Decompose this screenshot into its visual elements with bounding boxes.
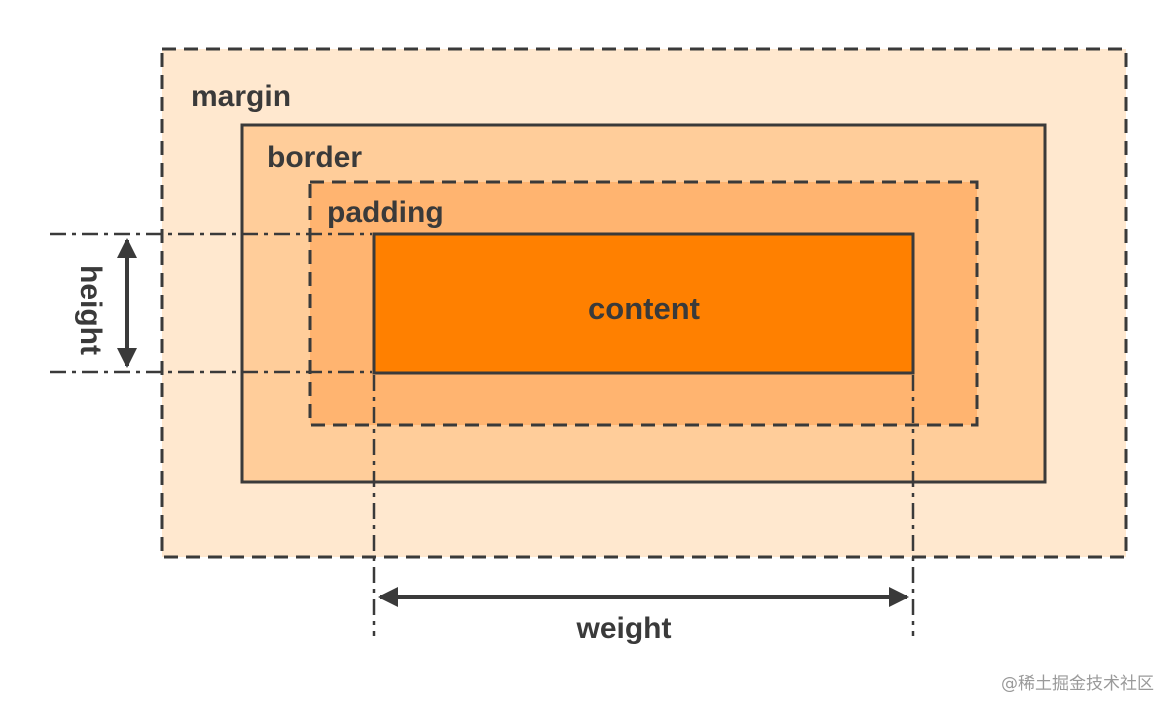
watermark: @稀土掘金技术社区 bbox=[1001, 674, 1154, 694]
border-label: border bbox=[267, 141, 362, 174]
content-label: content bbox=[588, 291, 700, 326]
height-label: height bbox=[74, 265, 107, 355]
content-box bbox=[372, 232, 915, 375]
margin-label: margin bbox=[191, 80, 291, 113]
padding-label: padding bbox=[327, 196, 444, 229]
width-label: weight bbox=[576, 612, 672, 645]
